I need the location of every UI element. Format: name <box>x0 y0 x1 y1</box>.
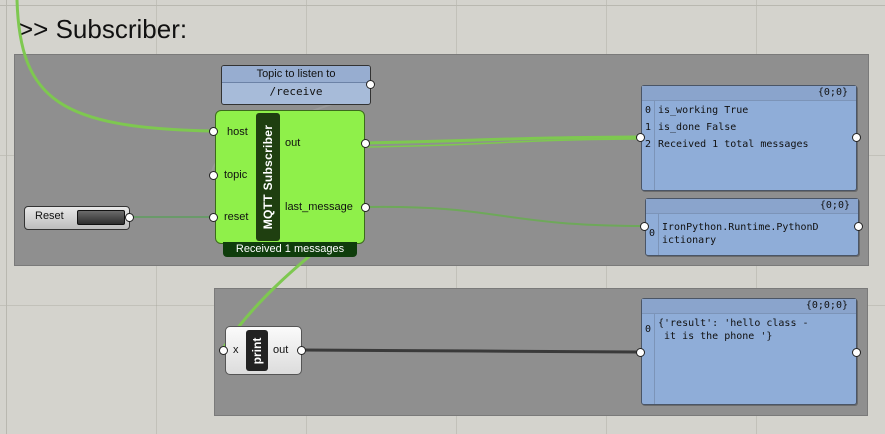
print-input-label: x <box>233 344 239 356</box>
list-item-index: 2 <box>645 139 652 150</box>
list-item: 0 is_working True <box>642 103 856 119</box>
out-panel-output-grip[interactable] <box>852 133 861 142</box>
print-panel[interactable]: {0;0;0} 0 {'result': 'hello class - it i… <box>641 298 857 405</box>
print-output-label: out <box>273 344 289 356</box>
out-wire <box>366 135 642 145</box>
print-panel-path: {0;0;0} <box>642 299 856 314</box>
print-panel-gutter <box>642 314 655 404</box>
topic-parameter-header: Topic to listen to <box>222 66 370 83</box>
reset-input-label: reset <box>224 211 249 223</box>
out-output-label: out <box>285 137 301 149</box>
last-message-wire <box>366 205 646 227</box>
print-name: print <box>250 337 264 364</box>
host-wire <box>15 0 213 133</box>
mqtt-subscriber-nickname: MQTT Subscriber <box>256 113 280 241</box>
print-out-wire <box>301 348 642 354</box>
last-message-panel-path: {0;0} <box>646 199 858 214</box>
topic-parameter[interactable]: Topic to listen to /receive <box>221 65 371 105</box>
topic-input-grip[interactable] <box>209 171 218 180</box>
list-item-text: IronPython.Runtime.PythonD ictionary <box>662 222 819 246</box>
out-output-grip[interactable] <box>361 139 370 148</box>
reset-button-knob[interactable] <box>77 210 125 225</box>
host-input-grip[interactable] <box>209 127 218 136</box>
reset-button[interactable]: Reset <box>24 206 130 230</box>
out-panel[interactable]: {0;0} 0 is_working True 1 is_done False … <box>641 85 857 191</box>
list-item: 0 {'result': 'hello class - it is the ph… <box>642 317 856 343</box>
list-item-index: 1 <box>645 122 652 133</box>
out-panel-path: {0;0} <box>642 86 856 101</box>
print-input-grip[interactable] <box>219 346 228 355</box>
reset-button-label: Reset <box>35 210 64 222</box>
canvas-frame-left <box>6 0 7 434</box>
mqtt-subscriber-component[interactable]: host topic reset MQTT Subscriber out las… <box>215 110 365 244</box>
list-item-text: Received 1 total messages <box>658 139 809 150</box>
list-item-text: {'result': 'hello class - it is the phon… <box>658 318 809 342</box>
list-item-index: 0 <box>645 324 652 335</box>
print-panel-output-grip[interactable] <box>852 348 861 357</box>
last-message-output-grip[interactable] <box>361 203 370 212</box>
list-item: 1 is_done False <box>642 120 856 136</box>
list-item: 2 Received 1 total messages <box>642 137 856 153</box>
last-message-panel-output-grip[interactable] <box>854 222 863 231</box>
canvas-title: >> Subscriber: <box>18 14 188 44</box>
host-input-label: host <box>227 126 248 138</box>
list-item-index: 0 <box>649 228 656 239</box>
topic-output-grip[interactable] <box>366 80 375 89</box>
print-nickname: print <box>246 330 268 371</box>
mqtt-subscriber-name: MQTT Subscriber <box>261 124 275 230</box>
canvas-frame-top <box>0 5 885 6</box>
list-item-text: is_done False <box>658 122 737 133</box>
print-panel-input-grip[interactable] <box>636 348 645 357</box>
reset-button-grip[interactable] <box>125 213 134 222</box>
list-item: 0 IronPython.Runtime.PythonD ictionary <box>646 221 858 247</box>
print-component[interactable]: x print out <box>225 326 302 375</box>
print-output-grip[interactable] <box>297 346 306 355</box>
list-item-index: 0 <box>645 105 652 116</box>
last-message-panel-input-grip[interactable] <box>640 222 649 231</box>
last-message-panel[interactable]: {0;0} 0 IronPython.Runtime.PythonD ictio… <box>645 198 859 256</box>
out-panel-input-grip[interactable] <box>636 133 645 142</box>
last-message-panel-gutter <box>646 214 659 255</box>
topic-input-label: topic <box>224 169 248 181</box>
list-item-text: is_working True <box>658 105 749 116</box>
mqtt-message-bar: Received 1 messages <box>223 242 357 257</box>
last-message-output-label: last_message <box>285 201 353 213</box>
reset-input-grip[interactable] <box>209 213 218 222</box>
out-wire-2 <box>366 138 642 148</box>
topic-parameter-value[interactable]: /receive <box>269 85 323 98</box>
out-panel-gutter <box>642 101 655 190</box>
